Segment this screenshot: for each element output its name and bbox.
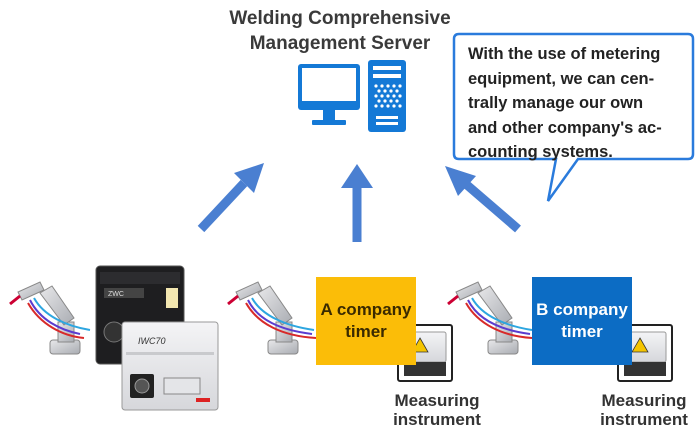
robot-arm-3-icon	[447, 281, 533, 355]
callout-line-4: and other company's ac-	[468, 118, 662, 137]
server-title: Welding Comprehensive Management Server	[190, 6, 490, 56]
callout-line-5: counting systems.	[468, 143, 613, 161]
callout-line-3: trally manage our own	[468, 94, 644, 112]
timer-a-line1: A company	[320, 300, 412, 319]
timer-b-line1: B company	[536, 300, 628, 319]
arrow-center	[341, 164, 373, 242]
arrow-right	[445, 166, 521, 233]
measuring-b-label: Measuring instrument	[589, 391, 699, 429]
timer-a-box: A company timer	[316, 277, 416, 365]
callout-line-2: equipment, we can cen-	[468, 69, 655, 88]
server-computer-icon	[298, 60, 406, 132]
welding-controller-black-icon: ZWC	[95, 265, 185, 365]
timer-b-line2: timer	[561, 322, 603, 341]
measuring-b-line1: Measuring	[601, 391, 687, 410]
arrow-left	[197, 163, 264, 233]
server-title-line2: Management Server	[249, 33, 431, 54]
welding-controller-white-icon: IWC70	[121, 321, 219, 411]
callout-text: With the use of metering equipment, we c…	[468, 42, 674, 165]
callout-line-1: With the use of metering	[468, 45, 661, 63]
callout-bubble	[452, 32, 695, 202]
timer-b-box: B company timer	[532, 277, 632, 365]
timer-a-line2: timer	[345, 322, 387, 341]
measuring-a-label: Measuring instrument	[382, 391, 492, 429]
box-label: IWC70	[138, 336, 166, 346]
measuring-a-line1: Measuring	[394, 391, 480, 410]
measuring-b-line2: instrument	[600, 410, 688, 429]
server-title-line1: Welding Comprehensive	[229, 8, 451, 29]
robot-arm-2-icon	[227, 281, 317, 355]
front-panel-label: ZWC	[108, 291, 124, 298]
robot-arm-1-icon	[9, 281, 91, 355]
measuring-a-line2: instrument	[393, 410, 481, 429]
